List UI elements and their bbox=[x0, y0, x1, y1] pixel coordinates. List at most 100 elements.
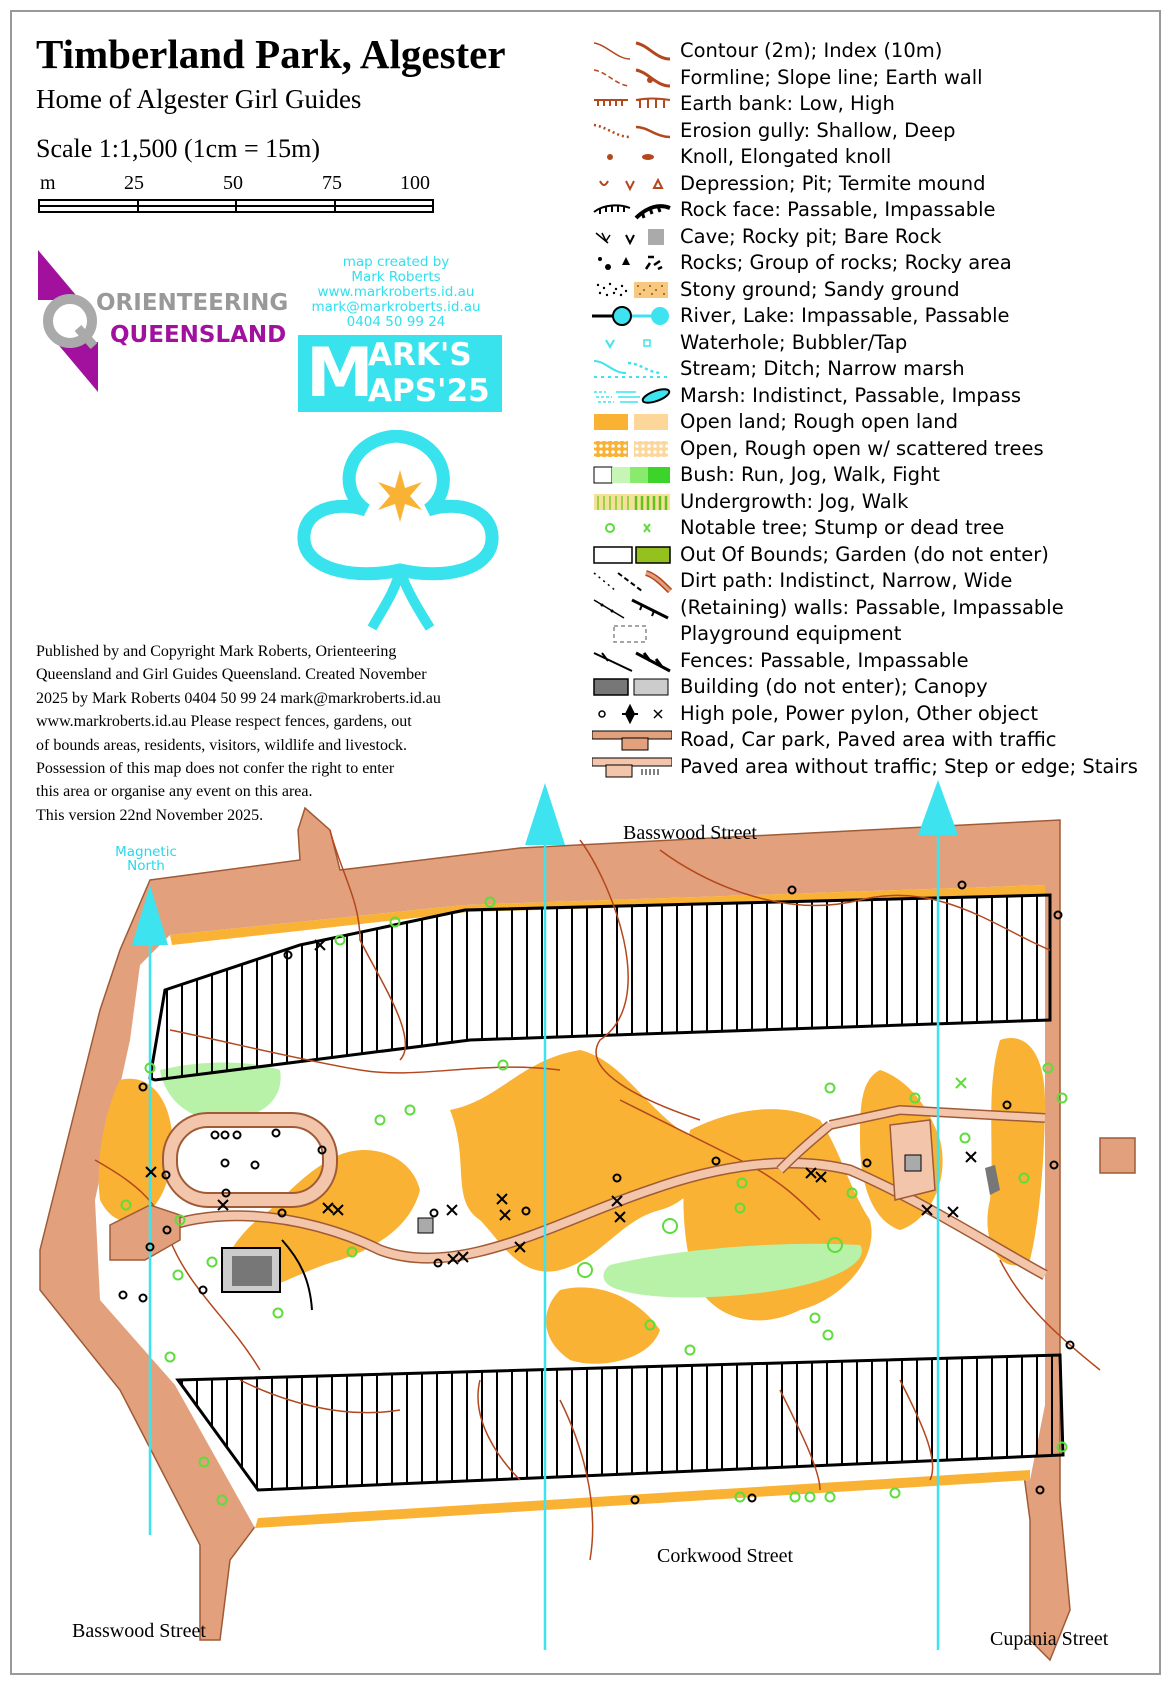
legend-item: River, Lake: Impassable, Passable bbox=[592, 303, 1152, 329]
pole-pylon-symbol-icon bbox=[598, 703, 663, 724]
scale-tick-label: 50 bbox=[223, 172, 243, 194]
legend-item: Fences: Passable, Impassable bbox=[592, 648, 1152, 674]
mm-logo-initial: M bbox=[306, 334, 374, 413]
poles bbox=[118, 880, 1075, 1505]
legend-item: Knoll, Elongated knoll bbox=[592, 144, 1152, 170]
legend-item: Contour (2m); Index (10m) bbox=[592, 38, 1152, 64]
notable-trees bbox=[120, 896, 1068, 1506]
legend-label: Depression; Pit; Termite mound bbox=[680, 171, 986, 195]
scale-tick-label: 25 bbox=[124, 172, 144, 194]
legend-label: Road, Car park, Paved area with traffic bbox=[680, 728, 1057, 751]
legend-item: Open, Rough open w/ scattered trees bbox=[592, 436, 1152, 462]
legend-label: (Retaining) walls: Passable, Impassable bbox=[680, 595, 1064, 619]
mm-logo-line1: ARK'S bbox=[368, 337, 472, 373]
knoll-symbol-icon bbox=[607, 154, 654, 160]
legend-item: (Retaining) walls: Passable, Impassable bbox=[592, 595, 1152, 621]
fence-symbol-icon bbox=[593, 651, 671, 672]
rocks-symbol-icon bbox=[598, 255, 663, 271]
scale-unit-label: m bbox=[40, 172, 56, 194]
mapmaker-line: mark@markroberts.id.au bbox=[311, 299, 481, 315]
credit-line: www.markroberts.id.au Please respect fen… bbox=[36, 713, 412, 731]
stony-ground-symbol-icon bbox=[594, 281, 668, 298]
dead-trees bbox=[955, 1077, 967, 1089]
legend-label: Notable tree; Stump or dead tree bbox=[680, 516, 1005, 539]
rock-face-symbol-icon bbox=[593, 204, 671, 220]
marks-maps-logo: M ARK'S APS'25 bbox=[298, 335, 502, 412]
legend-label: Contour (2m); Index (10m) bbox=[680, 39, 943, 62]
legend-item: Paved area without traffic; Step or edge… bbox=[592, 754, 1152, 780]
credit-line: Possession of this map does not confer t… bbox=[36, 760, 395, 778]
girl-guides-trefoil-icon bbox=[297, 430, 499, 631]
credit-line: Published by and Copyright Mark Roberts,… bbox=[36, 643, 397, 660]
legend-label: High pole, Power pylon, Other object bbox=[680, 701, 1038, 725]
bare-rock bbox=[417, 1217, 434, 1234]
magnetic-north-lines bbox=[132, 780, 958, 1650]
legend-item: Stream; Ditch; Narrow marsh bbox=[592, 356, 1152, 382]
legend-label: Paved area without traffic; Step or edge… bbox=[680, 754, 1138, 778]
legend-label: Undergrowth: Jog, Walk bbox=[680, 489, 909, 513]
road-symbol-icon bbox=[592, 730, 672, 751]
building bbox=[232, 1256, 272, 1286]
street-label-bottom-left: Basswood Street bbox=[72, 1620, 206, 1642]
legend-item: Building (do not enter); Canopy bbox=[592, 674, 1152, 700]
contour-symbol-icon bbox=[593, 41, 671, 61]
legend-label: Playground equipment bbox=[680, 622, 902, 645]
scale-text: Scale 1:1,500 (1cm = 15m) bbox=[36, 134, 320, 163]
open-land-strip bbox=[255, 1470, 1030, 1528]
legend-label: Bush: Run, Jog, Walk, Fight bbox=[680, 463, 940, 486]
legend-item: Bush: Run, Jog, Walk, Fight bbox=[592, 462, 1152, 488]
marsh-symbol-icon bbox=[594, 387, 671, 404]
legend-item: Rock face: Passable, Impassable bbox=[592, 197, 1152, 223]
legend-label: Formline; Slope line; Earth wall bbox=[680, 65, 983, 89]
credit-line: this area or organise any event on this … bbox=[36, 783, 313, 801]
legend-item: Earth bank: Low, High bbox=[592, 91, 1152, 117]
bush-symbol-icon bbox=[593, 466, 670, 484]
scale-bar bbox=[38, 199, 434, 213]
legend-label: Open land; Rough open land bbox=[680, 410, 959, 433]
street-label-bottom-mid: Corkwood Street bbox=[657, 1545, 794, 1567]
legend-label: Erosion gully: Shallow, Deep bbox=[680, 118, 956, 142]
copyright-notice: Published by and Copyright Mark Roberts,… bbox=[36, 640, 536, 827]
legend-item: Dirt path: Indistinct, Narrow, Wide bbox=[592, 568, 1152, 594]
legend-item: Cave; Rocky pit; Bare Rock bbox=[592, 224, 1152, 250]
legend-label: Fences: Passable, Impassable bbox=[680, 648, 969, 672]
scale-tick-label: 100 bbox=[400, 172, 430, 194]
magnetic-north-line: Magnetic bbox=[115, 844, 177, 860]
legend-item: Formline; Slope line; Earth wall bbox=[592, 65, 1152, 91]
other-objects bbox=[145, 939, 977, 1265]
legend-label: Out Of Bounds; Garden (do not enter) bbox=[680, 542, 1049, 566]
legend-label: Dirt path: Indistinct, Narrow, Wide bbox=[680, 569, 1013, 592]
map-subtitle: Home of Algester Girl Guides bbox=[36, 84, 362, 114]
dirt-path-symbol-icon bbox=[593, 570, 672, 593]
legend-item: Open land; Rough open land bbox=[592, 409, 1152, 435]
legend-item: Erosion gully: Shallow, Deep bbox=[592, 118, 1152, 144]
legend-item: Rocks; Group of rocks; Rocky area bbox=[592, 250, 1152, 276]
legend-label: Open, Rough open w/ scattered trees bbox=[680, 436, 1044, 460]
legend-item: Out Of Bounds; Garden (do not enter) bbox=[592, 542, 1152, 568]
legend-item: Notable tree; Stump or dead tree bbox=[592, 515, 1152, 541]
street-label-top: Basswood Street bbox=[623, 822, 757, 844]
legend-item: Marsh: Indistinct, Passable, Impass bbox=[592, 383, 1152, 409]
map-frame bbox=[10, 10, 1161, 1675]
legend-label: Stream; Ditch; Narrow marsh bbox=[680, 357, 965, 380]
retaining-wall-symbol-icon bbox=[593, 598, 669, 619]
mapmaker-credit: map created by Mark Roberts www.markrobe… bbox=[296, 255, 496, 330]
open-land-symbol-icon bbox=[594, 414, 668, 430]
playground-symbol-icon bbox=[613, 625, 647, 643]
legend-label: Building (do not enter); Canopy bbox=[680, 675, 988, 698]
contour-lines bbox=[94, 829, 1101, 1561]
street-label-bottom-right: Cupania Street bbox=[990, 1628, 1109, 1650]
building-small bbox=[904, 1154, 922, 1172]
legend-item: Playground equipment bbox=[592, 621, 1152, 647]
legend-item: Road, Car park, Paved area with traffic bbox=[592, 727, 1152, 753]
magnetic-north-label: Magnetic North bbox=[106, 845, 186, 873]
paved-area-symbol-icon bbox=[592, 757, 672, 777]
open-scattered-trees-symbol-icon bbox=[594, 440, 668, 457]
credit-line: of bounds areas, residents, visitors, wi… bbox=[36, 736, 408, 754]
earth-bank-symbol-icon bbox=[594, 97, 671, 108]
oq-logo-line1: ORIENTEERING bbox=[96, 290, 289, 316]
erosion-gully-symbol-icon bbox=[593, 123, 671, 138]
legend-label: Stony ground; Sandy ground bbox=[680, 277, 960, 301]
building-small bbox=[985, 1165, 1000, 1195]
legend-item: Waterhole; Bubbler/Tap bbox=[592, 330, 1152, 356]
